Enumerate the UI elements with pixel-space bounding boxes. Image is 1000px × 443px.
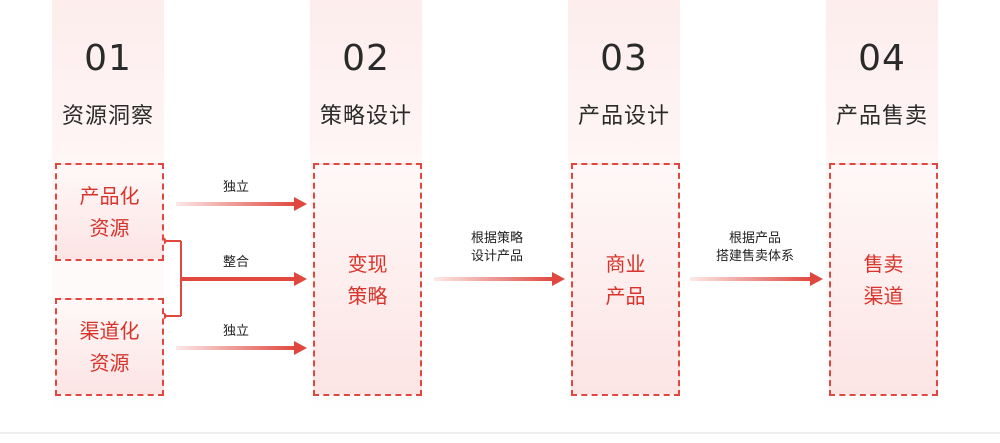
label-build-sales: 根据产品 搭建售卖体系 <box>700 230 810 266</box>
label-build-sales-line2: 搭建售卖体系 <box>715 249 794 264</box>
product-resource-label: 产品化资源 <box>79 184 140 240</box>
arrow-strategy-to-product <box>434 272 565 286</box>
stage-number-2: 02 <box>342 38 390 79</box>
arrow-integrate <box>181 272 307 286</box>
label-design-by-strategy: 根据策略 设计产品 <box>449 230 545 266</box>
stage-number-1: 01 <box>84 38 132 79</box>
commercial-product-box: 商业产品 <box>571 163 680 396</box>
channel-resource-box: 渠道化资源 <box>55 298 164 396</box>
stage-title-4: 产品售卖 <box>835 104 928 129</box>
monetize-strategy-box: 变现策略 <box>313 163 422 396</box>
label-independent-bottom: 独立 <box>222 324 249 339</box>
commercial-product-label: 商业产品 <box>605 251 646 308</box>
sales-channel-box: 售卖渠道 <box>829 163 938 396</box>
channel-resource-label: 渠道化资源 <box>79 319 140 375</box>
stage-number-3: 03 <box>600 38 648 79</box>
product-resource-box: 产品化资源 <box>55 163 164 261</box>
sales-channel-label: 售卖渠道 <box>863 251 904 308</box>
label-design-by-strategy-line1: 根据策略 <box>470 231 523 246</box>
stage-title-2: 策略设计 <box>319 104 412 129</box>
label-independent-top: 独立 <box>222 180 249 195</box>
label-integrate: 整合 <box>222 255 249 270</box>
arrow-independent-top <box>176 197 307 211</box>
label-design-by-strategy-line2: 设计产品 <box>470 249 523 264</box>
label-build-sales-line1: 根据产品 <box>728 231 781 246</box>
arrow-independent-bottom <box>176 341 307 355</box>
stage-title-1: 资源洞察 <box>61 104 154 129</box>
stage-title-3: 产品设计 <box>577 104 670 129</box>
monetize-strategy-label: 变现策略 <box>347 251 388 308</box>
arrow-product-to-sales <box>690 272 823 286</box>
stage-number-4: 04 <box>858 38 906 79</box>
footer-divider <box>0 432 1000 434</box>
